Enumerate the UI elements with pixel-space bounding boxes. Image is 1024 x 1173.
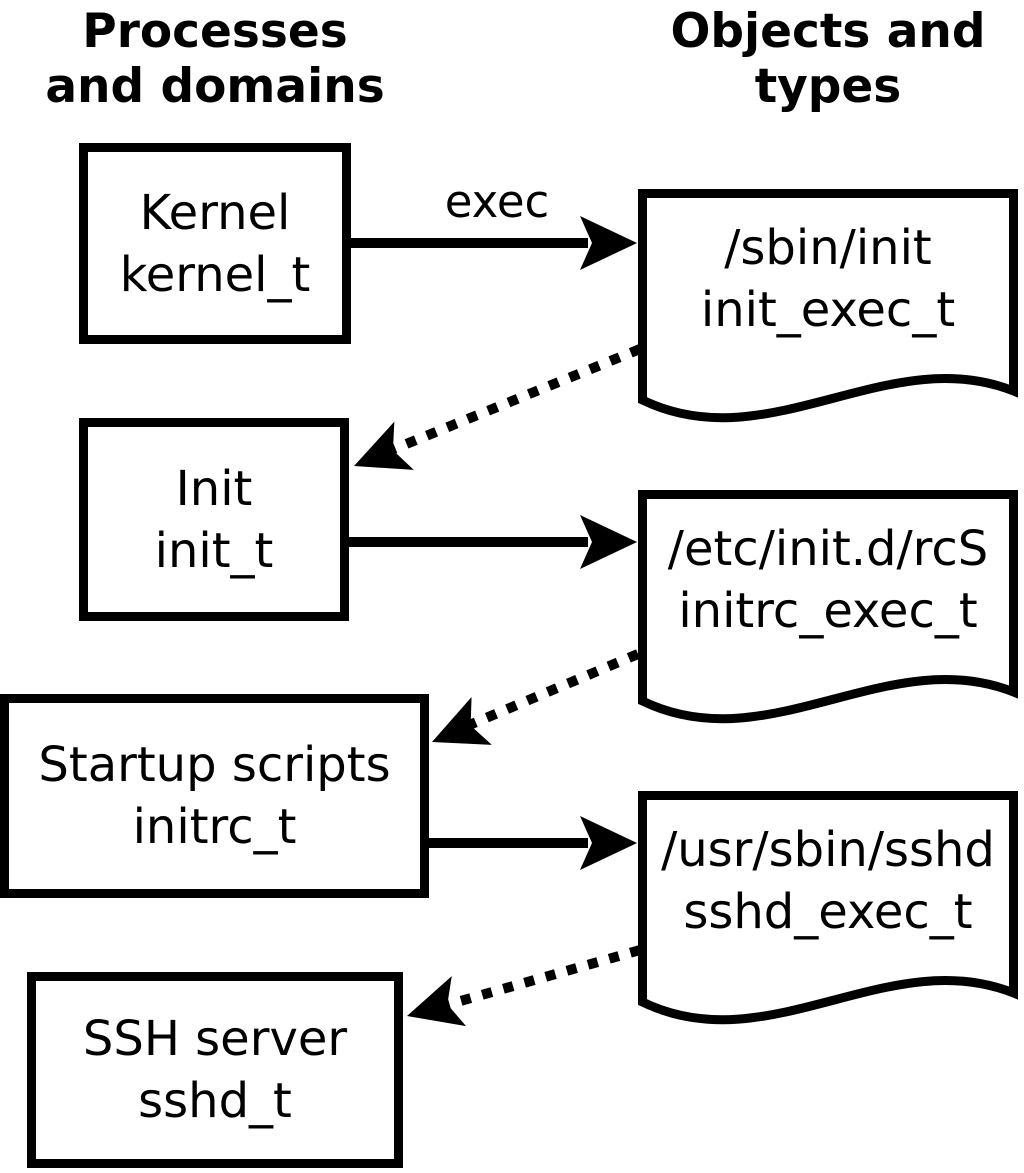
process-box-ssh-server: SSH server sshd_t xyxy=(27,972,403,1168)
process-domain-type: sshd_t xyxy=(138,1073,292,1129)
process-box-kernel: Kernel kernel_t xyxy=(79,143,351,344)
object-doc-usr-sbin-sshd: /usr/sbin/sshd sshd_exec_t xyxy=(642,819,1014,943)
process-domain-type: kernel_t xyxy=(119,246,311,303)
object-path: /usr/sbin/sshd xyxy=(661,822,995,878)
process-name: Init xyxy=(175,460,253,517)
object-doc-sbin-init: /sbin/init init_exec_t xyxy=(642,217,1014,341)
process-domain-type: init_t xyxy=(154,522,274,579)
object-type: init_exec_t xyxy=(700,282,956,338)
column-header-processes: Processes and domains xyxy=(45,4,385,114)
process-box-startup-scripts: Startup scripts initrc_t xyxy=(0,694,429,898)
document-shape-etc-initd-rcs xyxy=(638,490,1018,724)
object-type: initrc_exec_t xyxy=(678,583,978,639)
process-box-init: Init init_t xyxy=(79,418,349,621)
process-name: Kernel xyxy=(139,184,291,241)
object-doc-etc-initd-rcs: /etc/init.d/rcS initrc_exec_t xyxy=(642,518,1014,642)
exec-arrow-kernel-to-init xyxy=(350,216,637,270)
exec-arrow-label: exec xyxy=(444,175,550,228)
document-shape-sbin-init xyxy=(638,189,1018,423)
process-name: Startup scripts xyxy=(38,737,391,793)
exec-arrow-init-to-rcs xyxy=(348,515,637,569)
object-path: /sbin/init xyxy=(724,220,932,276)
transition-arrow-initexec-to-init xyxy=(354,344,642,470)
object-path: /etc/init.d/rcS xyxy=(667,521,989,577)
transition-arrow-sshdexec-to-sshd xyxy=(407,945,642,1027)
object-type: sshd_exec_t xyxy=(683,884,973,940)
column-header-objects: Objects and types xyxy=(670,4,986,114)
process-domain-type: initrc_t xyxy=(132,799,297,855)
process-name: SSH server xyxy=(82,1011,348,1067)
transition-arrow-initrcexec-to-initrc xyxy=(432,649,640,745)
document-shape-usr-sbin-sshd xyxy=(638,791,1018,1025)
exec-arrow-initrc-to-sshd xyxy=(428,816,637,870)
